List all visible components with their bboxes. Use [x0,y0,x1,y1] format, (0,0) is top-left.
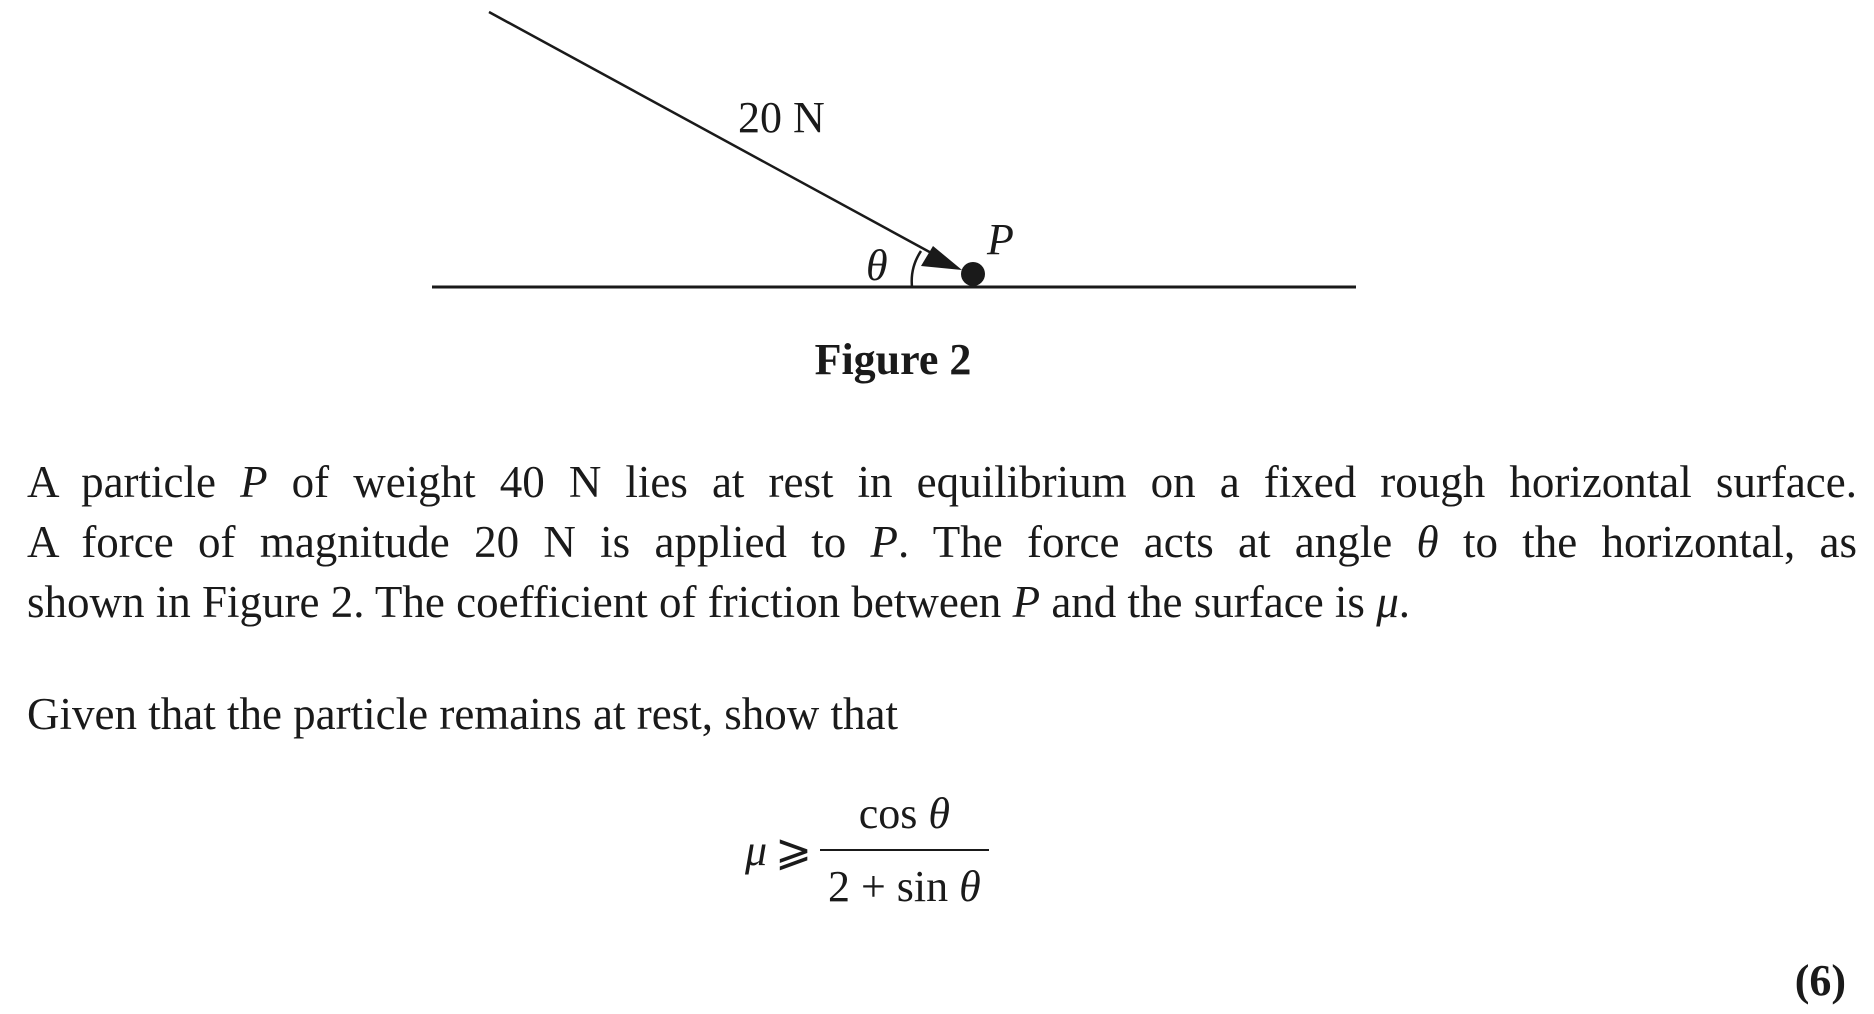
formula-numerator: cos θ [858,789,950,838]
force-label: 20 N [738,93,825,142]
force-diagram: 20 N θ P [432,10,1356,290]
marks-label: (6) [1794,956,1846,1005]
figure-caption: Figure 2 [814,335,972,384]
particle-label: P [986,215,1014,264]
formula-denominator: 2 + sin θ [827,862,981,911]
given-text: Given that the particle remains at rest,… [27,689,898,739]
formula-relation: ⩾ [775,825,812,875]
fraction-bar [819,849,989,851]
question-line-2: A force of magnitude 20 N is applied to … [27,517,1857,567]
force-line [488,10,936,257]
question-line-1: A particle P of weight 40 N lies at rest… [27,457,1857,507]
formula-lhs: μ [745,825,768,875]
angle-arc [910,250,923,288]
question-line-3: shown in Figure 2. The coefficient of fr… [27,577,1411,627]
angle-label: θ [866,241,888,290]
arrow-head-icon [921,246,962,270]
particle-dot [961,262,985,286]
formula-fraction: cos θ 2 + sin θ [819,788,989,912]
question-paragraph: A particle P of weight 40 N lies at rest… [27,452,1857,632]
inequality-formula: μ ⩾ cos θ 2 + sin θ [745,780,989,920]
